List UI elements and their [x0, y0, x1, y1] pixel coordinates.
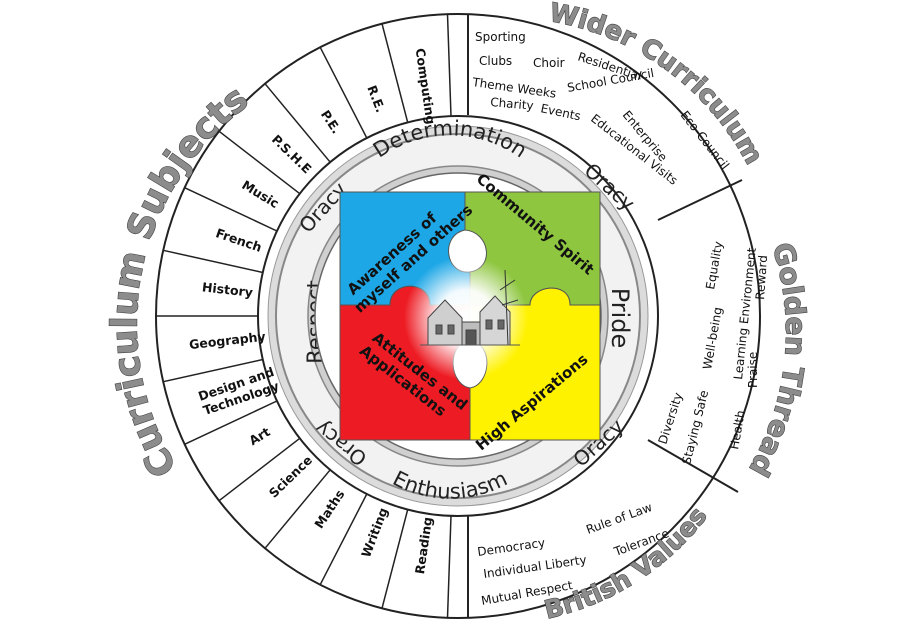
wider-item-sporting: Sporting [475, 30, 526, 44]
subject-divider [218, 437, 301, 502]
subject-divider [264, 83, 331, 163]
subject-divider [381, 509, 409, 609]
separator-golden-british [647, 439, 739, 493]
subject-label-history: History [201, 279, 253, 300]
subject-divider [264, 469, 331, 549]
subject-divider [184, 400, 278, 445]
subject-divider [163, 358, 263, 383]
subject-divider [184, 187, 278, 232]
golden-item-reward: Reward [753, 255, 770, 301]
subject-divider [319, 493, 368, 586]
subject-divider [446, 14, 452, 117]
subject-divider [446, 515, 452, 618]
wider-item-choir: Choir [533, 56, 565, 70]
wider-item-clubs: Clubs [479, 54, 512, 68]
puzzle-quadrants [339, 191, 601, 441]
subject-divider [319, 46, 368, 139]
subject-divider [163, 249, 263, 274]
wider-item-charity: Charity [490, 95, 534, 113]
center-school-vignette [404, 256, 528, 380]
subject-divider [381, 23, 409, 123]
school-building-sketch [420, 269, 520, 346]
golden-item-praise: Praise [746, 352, 760, 388]
value-pride: Pride [606, 288, 634, 349]
subject-dividers [156, 14, 452, 618]
subject-divider [218, 130, 301, 195]
separator-wider-golden [657, 179, 743, 221]
golden-item-health: Health [727, 409, 748, 450]
